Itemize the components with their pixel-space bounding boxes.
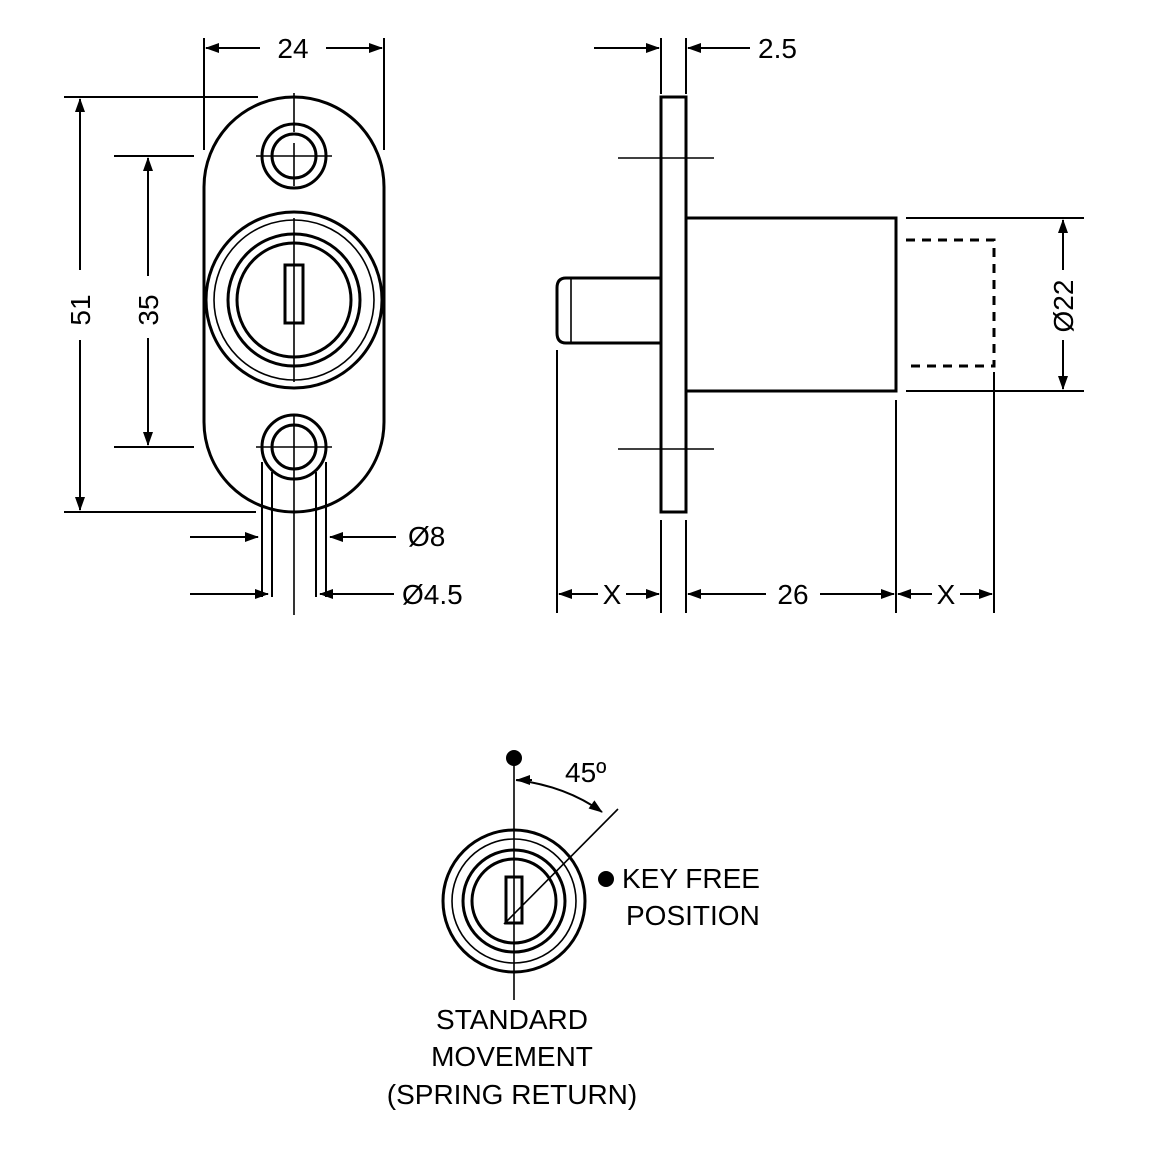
travel-left-label: X [603,579,622,610]
caption-line2: MOVEMENT [431,1041,593,1072]
width-label: 24 [277,33,308,64]
body-diameter-label: Ø22 [1048,280,1079,333]
latch-pin [555,276,661,345]
dimension-hole-spacing: 35 [114,155,194,448]
front-view: 24 51 35 Ø8 Ø4.5 [64,33,463,615]
front-center-lines [256,93,332,615]
height-label: 51 [65,294,96,325]
lock-body [686,216,898,393]
hole-inner-diameter-label: Ø4.5 [402,579,463,610]
side-center-lines [618,157,714,450]
dimension-travel-and-length: X 26 X [556,350,995,613]
angle-label: 45º [565,757,606,788]
dimension-hole-diameters: Ø8 Ø4.5 [190,462,463,610]
dimension-width: 24 [203,33,385,150]
key-free-dot [598,871,614,887]
dimension-height: 51 [64,96,258,513]
key-free-label-line2: POSITION [626,900,760,931]
key-free-label-line1: KEY FREE [622,863,760,894]
caption-line1: STANDARD [436,1004,588,1035]
travel-right-label: X [937,579,956,610]
hole-outer-diameter-label: Ø8 [408,521,445,552]
caption-line3: (SPRING RETURN) [387,1079,637,1110]
key-rotation-view: 45º KEY FREE POSITION STANDARD MOVEMENT … [387,750,760,1110]
mounting-plate [659,95,688,514]
plate-thickness-label: 2.5 [758,33,797,64]
body-length-label: 26 [777,579,808,610]
dimension-plate-thickness: 2.5 [594,33,797,94]
start-position-dot [506,750,522,766]
side-view: 2.5 Ø22 X 26 X [555,33,1084,613]
hole-spacing-label: 35 [133,294,164,325]
extended-position-outline [906,238,996,368]
